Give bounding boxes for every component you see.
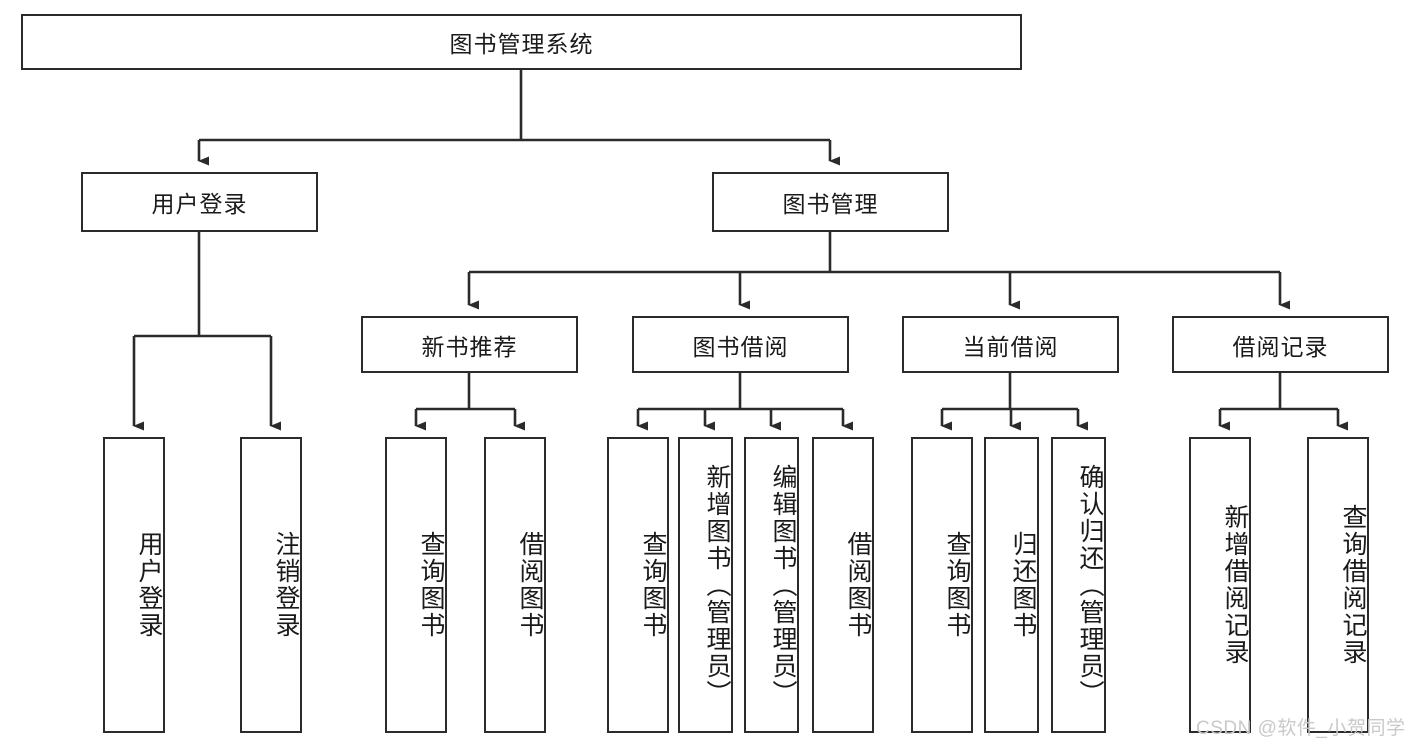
node-leaf-logout[interactable]: 注销登录 <box>240 437 302 733</box>
node-book-manage[interactable]: 图书管理 <box>712 172 949 232</box>
node-book-borrow[interactable]: 图书借阅 <box>632 316 849 373</box>
node-label: 当前借阅 <box>962 333 1059 360</box>
node-label: 查询图书 <box>943 531 971 639</box>
node-label: 借阅记录 <box>1232 333 1329 360</box>
node-label: 确认归还（管理员） <box>1076 463 1104 707</box>
node-leaf-borrow-book-2[interactable]: 借阅图书 <box>812 437 874 733</box>
node-leaf-add-book[interactable]: 新增图书（管理员） <box>678 437 733 733</box>
node-label: 新书推荐 <box>421 333 518 360</box>
node-label: 用户登录 <box>135 531 163 639</box>
node-label: 查询图书 <box>639 531 667 639</box>
node-leaf-query-book-2[interactable]: 查询图书 <box>607 437 669 733</box>
node-user-login[interactable]: 用户登录 <box>81 172 318 232</box>
csdn-watermark: CSDN @软件_小贺同学 <box>1196 718 1405 739</box>
node-leaf-confirm-return[interactable]: 确认归还（管理员） <box>1051 437 1106 733</box>
node-label: 图书管理系统 <box>449 31 594 57</box>
node-leaf-borrow-book-1[interactable]: 借阅图书 <box>484 437 546 733</box>
node-current-borrow[interactable]: 当前借阅 <box>902 316 1119 373</box>
node-root-book-management-system[interactable]: 图书管理系统 <box>21 14 1022 70</box>
node-label: 新增图书（管理员） <box>703 463 731 707</box>
node-leaf-add-record[interactable]: 新增借阅记录 <box>1189 437 1251 733</box>
node-leaf-user-login[interactable]: 用户登录 <box>103 437 165 733</box>
node-leaf-query-record[interactable]: 查询借阅记录 <box>1307 437 1369 733</box>
node-new-book-recommend[interactable]: 新书推荐 <box>361 316 578 373</box>
node-borrow-record[interactable]: 借阅记录 <box>1172 316 1389 373</box>
node-leaf-edit-book[interactable]: 编辑图书（管理员） <box>744 437 799 733</box>
node-label: 查询借阅记录 <box>1339 504 1367 666</box>
node-label: 用户登录 <box>151 191 248 217</box>
node-label: 编辑图书（管理员） <box>769 463 797 707</box>
node-leaf-return-book[interactable]: 归还图书 <box>984 437 1039 733</box>
node-leaf-query-book-1[interactable]: 查询图书 <box>385 437 447 733</box>
node-label: 图书借阅 <box>692 333 789 360</box>
node-label: 归还图书 <box>1009 531 1037 639</box>
node-label: 查询图书 <box>417 531 445 639</box>
node-label: 借阅图书 <box>516 531 544 639</box>
node-label: 借阅图书 <box>844 531 872 639</box>
node-label: 图书管理 <box>782 191 879 217</box>
node-leaf-query-book-3[interactable]: 查询图书 <box>911 437 973 733</box>
node-label: 注销登录 <box>272 531 300 639</box>
node-label: 新增借阅记录 <box>1221 504 1249 666</box>
